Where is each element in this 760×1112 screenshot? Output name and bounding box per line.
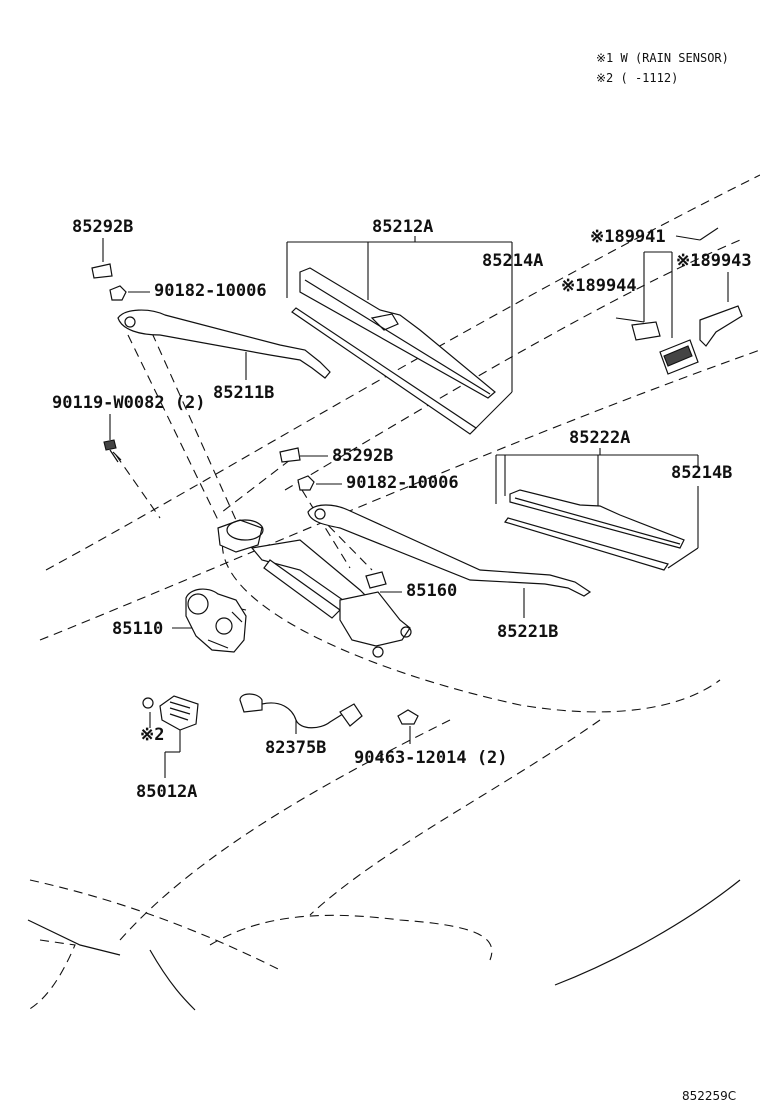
blade-refill-icon xyxy=(291,307,477,435)
label-85292b-top: 85292B xyxy=(72,217,133,237)
label-85212a: 85212A xyxy=(372,217,433,237)
note-rain-sensor: ※1 W (RAIN SENSOR) xyxy=(596,51,729,65)
label-90463: 90463-12014 (2) xyxy=(354,748,508,768)
label-85110: 85110 xyxy=(112,619,163,639)
note-production-date: ※2 ( -1112) xyxy=(596,71,678,85)
label-85160: 85160 xyxy=(406,581,457,601)
part-90463-clip: 90463-12014 (2) xyxy=(354,709,508,768)
wiper-arm-icon xyxy=(117,309,331,379)
label-star2: ※2 xyxy=(140,725,164,745)
nut-icon xyxy=(297,475,315,491)
part-85160-link-assembly: 85160 xyxy=(217,519,457,658)
label-85214b: 85214B xyxy=(671,463,732,483)
bolt-head-icon xyxy=(103,439,117,451)
label-89943: ※189943 xyxy=(676,251,752,271)
label-85214a: 85214A xyxy=(482,251,543,271)
label-85012a: 85012A xyxy=(136,782,197,802)
part-85211b-wiper-arm: 85211B xyxy=(117,309,331,403)
part-90119-bolt: 90119-W0082 (2) xyxy=(52,393,206,463)
part-90182-mid: 90182-10006 xyxy=(297,473,459,493)
cap-icon xyxy=(91,263,113,279)
harness-plug-right-icon xyxy=(339,703,363,727)
blade-frame-icon xyxy=(299,267,496,399)
connector-icon xyxy=(159,695,199,731)
label-90182-top: 90182-10006 xyxy=(154,281,267,301)
part-85292b-mid: 85292B xyxy=(279,446,393,466)
part-85222a-wiper-blade: 85222A 85214B xyxy=(495,428,732,571)
part-85221b-wiper-arm: 85221B xyxy=(307,504,592,642)
label-90119: 90119-W0082 (2) xyxy=(52,393,206,413)
clip-icon xyxy=(142,697,154,709)
label-89944: ※189944 xyxy=(561,276,637,296)
cap-icon xyxy=(279,447,301,463)
wiper-arm-icon xyxy=(307,504,592,597)
part-85012a-connector: ※2 85012A xyxy=(136,695,199,802)
label-85292b-mid: 85292B xyxy=(332,446,393,466)
part-85212a-wiper-blade: 85212A 85214A xyxy=(286,217,543,435)
sensor-cover-icon xyxy=(699,305,743,347)
sensor-gel-pad-icon xyxy=(631,321,661,341)
harness-plug-left-icon xyxy=(239,693,263,713)
vehicle-body-outline xyxy=(27,174,760,1011)
part-85110-wiper-motor: 85110 xyxy=(112,588,247,653)
motor-body-icon xyxy=(185,588,247,653)
label-82375b: 82375B xyxy=(265,738,326,758)
pivot-right-icon xyxy=(339,591,411,647)
clip-icon xyxy=(397,709,419,725)
label-85211b: 85211B xyxy=(213,383,274,403)
diagram-code: 852259C xyxy=(682,1089,736,1103)
blade-frame-icon xyxy=(509,489,685,549)
label-85222a: 85222A xyxy=(569,428,630,448)
blade-refill-icon xyxy=(504,517,669,571)
label-90182-mid: 90182-10006 xyxy=(346,473,459,493)
part-82375b-wire-harness: 82375B xyxy=(239,693,363,758)
nut-icon xyxy=(109,285,127,301)
label-89941: ※189941 xyxy=(590,227,666,247)
part-rain-sensor: ※189941 ※189943 ※189944 xyxy=(561,227,752,375)
part-90182-top: 90182-10006 xyxy=(109,281,267,301)
label-85221b: 85221B xyxy=(497,622,558,642)
part-85292b-top: 85292B xyxy=(72,217,133,279)
